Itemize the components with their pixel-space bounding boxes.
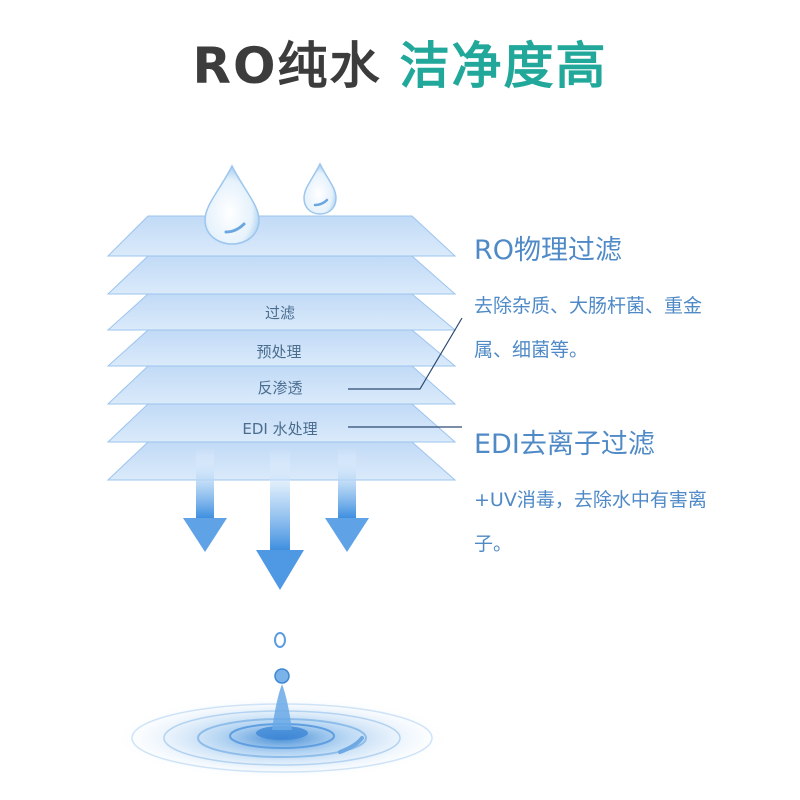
callout-leader-ro bbox=[348, 317, 463, 390]
headline: RO纯水洁净度高 bbox=[0, 26, 800, 106]
callout-title-edi: EDI去离子过滤 bbox=[474, 429, 655, 460]
filter-layer-top bbox=[106, 215, 457, 257]
headline-part1: RO纯水 bbox=[192, 37, 382, 95]
callout-desc-ro: 去除杂质、大肠杆菌、重金属、细菌等。 bbox=[474, 295, 703, 361]
headline-part2: 洁净度高 bbox=[399, 37, 608, 95]
filter-layer-1 bbox=[106, 255, 457, 295]
down-arrow-icon bbox=[256, 448, 304, 590]
layer-label: 过滤 bbox=[264, 304, 295, 322]
layer-label: 预处理 bbox=[256, 343, 302, 361]
water-drop-icon bbox=[303, 162, 337, 215]
layer-label: 反渗透 bbox=[257, 379, 303, 397]
down-arrow-icon bbox=[183, 448, 227, 552]
callout-title-ro: RO物理过滤 bbox=[474, 235, 623, 266]
water-drop-icon bbox=[204, 164, 260, 245]
water-splash-icon bbox=[112, 632, 452, 780]
filter-layers bbox=[106, 215, 457, 481]
callout-desc-edi: +UV消毒，去除水中有害离子。 bbox=[474, 489, 707, 555]
layer-label: EDI 水处理 bbox=[242, 420, 318, 438]
down-arrow-icon bbox=[325, 448, 369, 552]
